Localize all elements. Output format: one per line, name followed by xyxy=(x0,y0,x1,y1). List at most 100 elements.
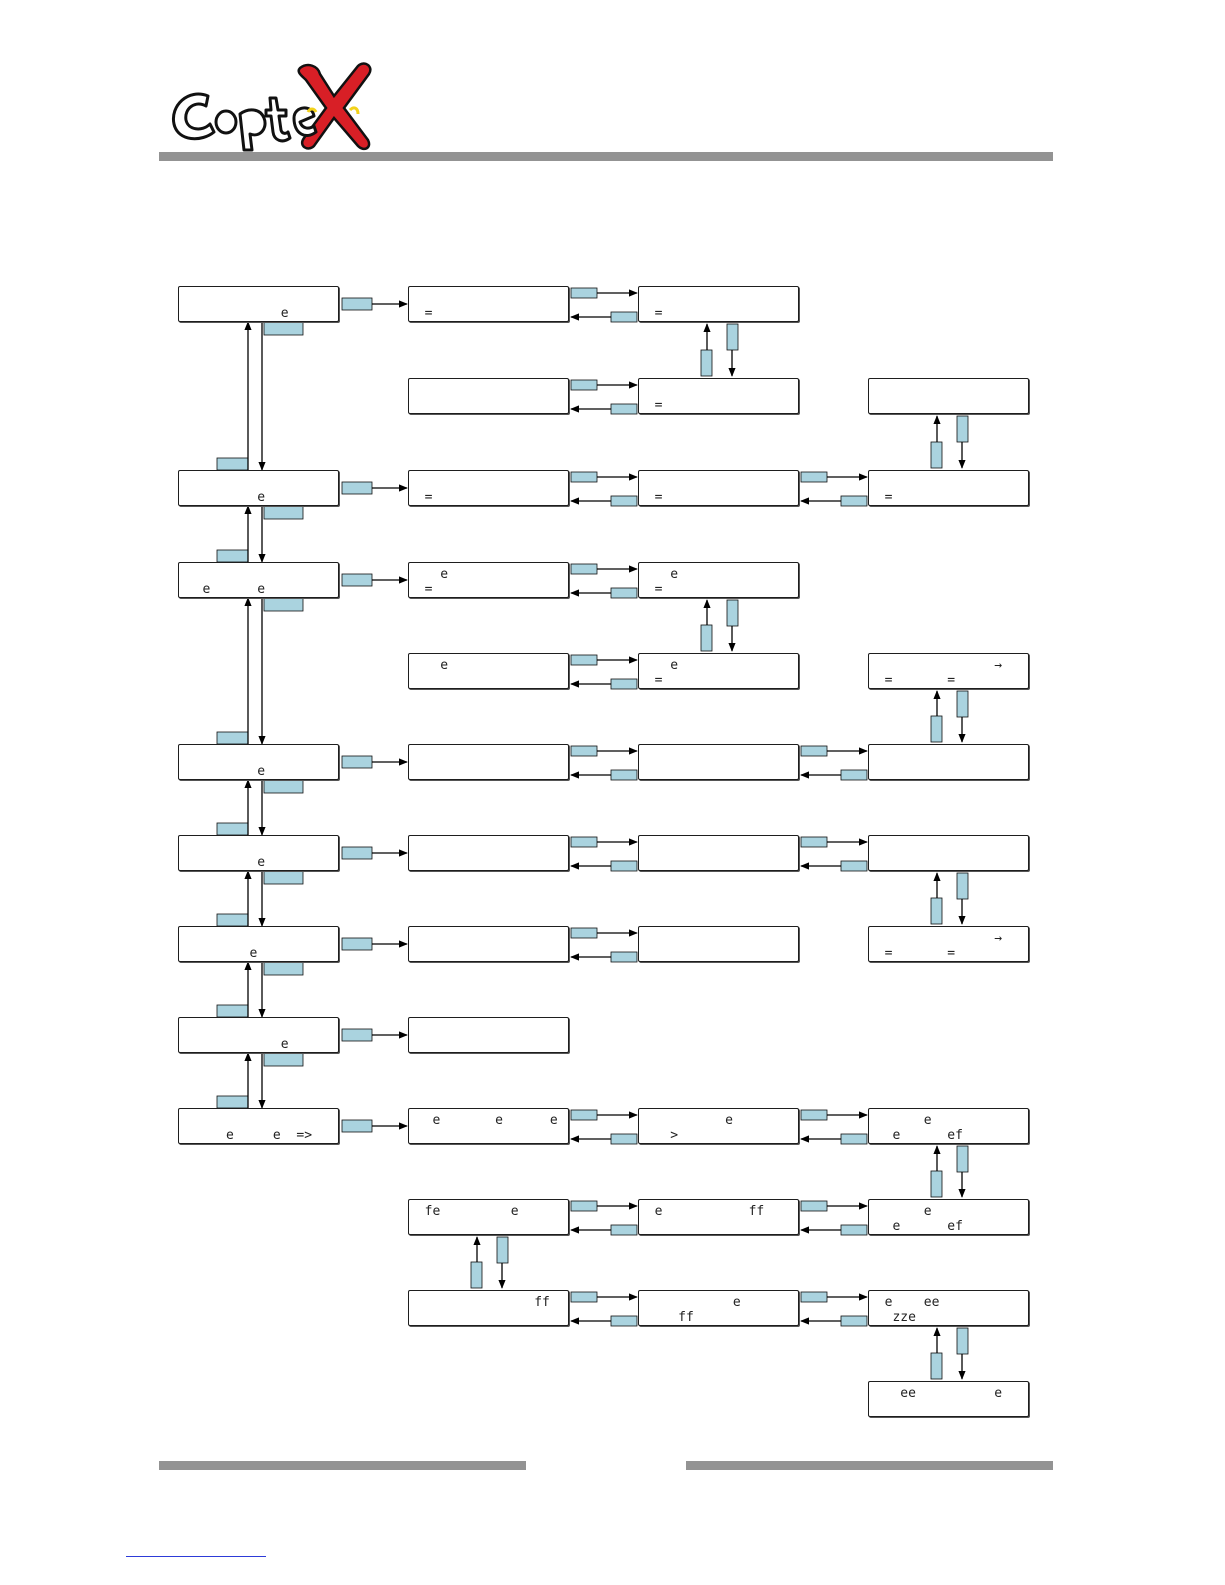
key-tab xyxy=(263,505,304,520)
lcd-line-2: e xyxy=(179,490,266,505)
key-tab xyxy=(570,1291,598,1303)
lcd-line-2: = = xyxy=(869,946,956,961)
key-tab xyxy=(216,822,249,836)
key-tab xyxy=(216,913,249,927)
key-tab xyxy=(216,1095,249,1109)
lcd-screen: e ff xyxy=(638,1199,799,1235)
lcd-line-1: e xyxy=(639,567,679,582)
lcd-screen: e xyxy=(178,926,339,962)
lcd-screen xyxy=(868,835,1029,871)
key-tab xyxy=(800,471,828,483)
lcd-screen: = xyxy=(868,470,1029,506)
key-tab xyxy=(341,481,373,495)
lcd-line-2: e xyxy=(179,855,266,870)
key-tab xyxy=(341,937,373,951)
lcd-screen: → = = xyxy=(868,653,1029,689)
key-tab xyxy=(570,471,598,483)
footer-rule-left xyxy=(159,1461,526,1470)
lcd-screen: fe e xyxy=(408,1199,569,1235)
lcd-screen xyxy=(408,744,569,780)
key-tab xyxy=(570,287,598,299)
lcd-line-2: e ef xyxy=(869,1219,963,1234)
key-tab xyxy=(496,1236,509,1264)
key-tab xyxy=(726,599,739,627)
lcd-screen xyxy=(638,744,799,780)
key-tab xyxy=(610,311,638,323)
lcd-line-1: e xyxy=(409,658,449,673)
key-tab xyxy=(570,745,598,757)
key-tab xyxy=(840,1224,868,1236)
lcd-screen: e e e xyxy=(408,1108,569,1144)
key-tab xyxy=(956,1145,969,1173)
lcd-line-2: = xyxy=(409,490,433,505)
lcd-screen xyxy=(868,378,1029,414)
key-tab xyxy=(930,715,943,743)
lcd-line-1: e e e xyxy=(409,1113,558,1128)
key-tab xyxy=(570,1109,598,1121)
footer-link-underline[interactable] xyxy=(126,1556,266,1557)
lcd-line-2: = = xyxy=(869,673,956,688)
lcd-screen: = xyxy=(408,286,569,322)
key-tab xyxy=(341,1119,373,1133)
lcd-screen: e = xyxy=(638,562,799,598)
lcd-line-2: e xyxy=(179,1037,289,1052)
key-tab xyxy=(930,897,943,925)
lcd-line-1: e xyxy=(869,1113,932,1128)
key-tab xyxy=(263,1052,304,1067)
key-tab xyxy=(263,961,304,976)
key-tab xyxy=(570,927,598,939)
lcd-screen: e e => xyxy=(178,1108,339,1144)
lcd-screen: = xyxy=(638,470,799,506)
key-tab xyxy=(570,654,598,666)
key-tab xyxy=(341,297,373,311)
lcd-screen: e ee zze xyxy=(868,1290,1029,1326)
key-tab xyxy=(570,563,598,575)
key-tab xyxy=(263,870,304,885)
lcd-line-2: e xyxy=(179,306,289,321)
key-tab xyxy=(700,624,713,652)
key-tab xyxy=(570,836,598,848)
key-tab xyxy=(840,1315,868,1327)
lcd-line-1: e ff xyxy=(639,1204,765,1219)
lcd-screen xyxy=(408,1017,569,1053)
key-tab xyxy=(700,349,713,377)
key-tab xyxy=(840,1133,868,1145)
footer-rule-right xyxy=(686,1461,1053,1470)
copterx-logo xyxy=(171,62,372,152)
lcd-line-2: e e => xyxy=(179,1128,313,1143)
lcd-line-1: → xyxy=(869,931,1003,946)
key-tab xyxy=(341,573,373,587)
lcd-line-1: e ee xyxy=(869,1295,940,1310)
key-tab xyxy=(610,495,638,507)
lcd-screen xyxy=(408,378,569,414)
lcd-screen: e e ef xyxy=(868,1199,1029,1235)
key-tab xyxy=(263,597,304,612)
key-tab xyxy=(930,1352,943,1380)
lcd-screen: = xyxy=(638,378,799,414)
lcd-line-1: ff xyxy=(409,1295,550,1310)
key-tab xyxy=(956,872,969,900)
key-tab xyxy=(216,549,249,563)
key-tab xyxy=(800,1200,828,1212)
lcd-line-2: ff xyxy=(639,1310,694,1325)
lcd-line-1: ee e xyxy=(869,1386,1003,1401)
key-tab xyxy=(840,495,868,507)
lcd-screen: e xyxy=(178,744,339,780)
lcd-screen: → = = xyxy=(868,926,1029,962)
key-tab xyxy=(610,678,638,690)
lcd-line-1: e xyxy=(639,1113,733,1128)
lcd-screen: = xyxy=(408,470,569,506)
key-tab xyxy=(610,951,638,963)
lcd-line-1: e xyxy=(869,1204,932,1219)
key-tab xyxy=(570,1200,598,1212)
lcd-screen: e xyxy=(178,286,339,322)
key-tab xyxy=(341,755,373,769)
key-tab xyxy=(956,415,969,443)
key-tab xyxy=(216,731,249,745)
key-tab xyxy=(930,1170,943,1198)
lcd-screen: e xyxy=(178,835,339,871)
key-tab xyxy=(800,836,828,848)
key-tab xyxy=(216,1004,249,1018)
